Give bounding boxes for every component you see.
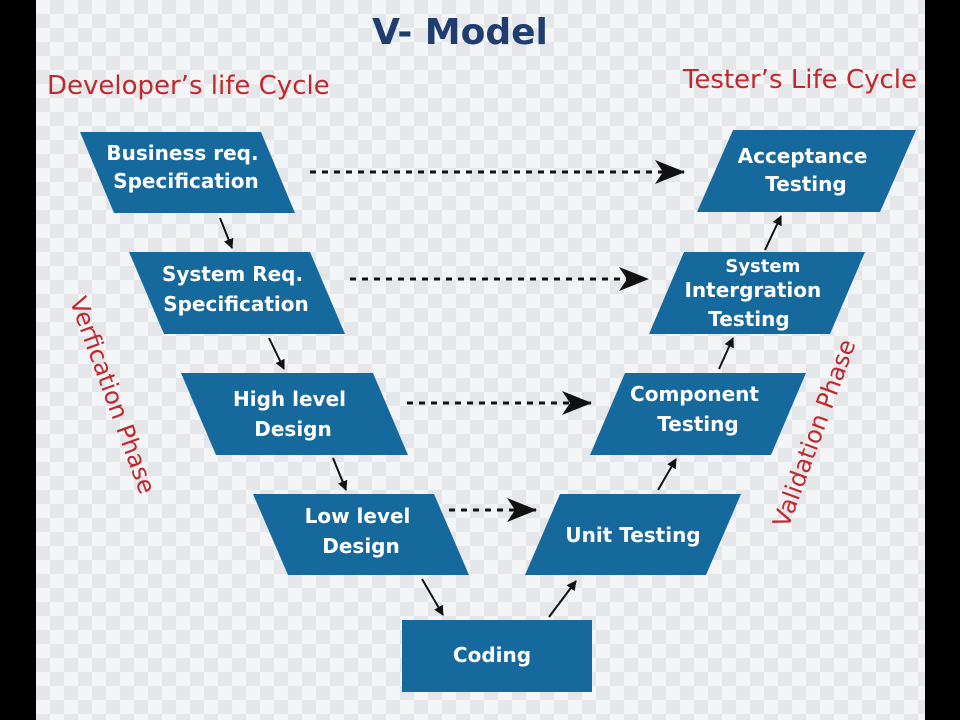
stage-business-req-specification: Business req. Specification xyxy=(80,132,295,213)
stage-label: Low level Design xyxy=(305,504,418,558)
flow-arrow-highlevel-to-lowlevel xyxy=(332,457,348,491)
flow-arrow-business-to-system xyxy=(219,217,234,249)
stage-high-level-design: High level Design xyxy=(181,373,408,455)
stage-label: High level Design xyxy=(233,387,353,441)
stage-coding: Coding xyxy=(402,620,592,692)
verification-phase-label: Verfication Phase xyxy=(64,293,161,498)
diagram-canvas: V- Model Developer’s life Cycle Tester’s… xyxy=(36,0,925,720)
flow-arrow-system-to-highlevel xyxy=(268,337,285,370)
stage-system-req-specification: System Req. Specification xyxy=(129,252,345,334)
flow-arrow-coding-to-unit xyxy=(548,580,577,618)
diagram-title: V- Model xyxy=(372,12,548,53)
stage-low-level-design: Low level Design xyxy=(253,494,469,575)
flow-arrow-component-to-integration xyxy=(718,337,734,370)
stage-label: System Req. Specification xyxy=(162,262,310,316)
flow-arrow-integration-to-acceptance xyxy=(764,215,782,251)
tester-lifecycle-heading: Tester’s Life Cycle xyxy=(682,65,917,95)
stage-system-integration-testing: System Intergration Testing xyxy=(649,252,865,334)
stage-label: Component Testing xyxy=(630,382,766,436)
v-model-diagram: V- Model Developer’s life Cycle Tester’s… xyxy=(47,12,917,692)
stage-label: System Intergration Testing xyxy=(684,256,827,331)
stage-acceptance-testing: Acceptance Testing xyxy=(697,130,916,212)
validation-phase-label: Validation Phase xyxy=(767,336,861,531)
stage-label: Business req. Specification xyxy=(106,141,265,193)
developer-lifecycle-heading: Developer’s life Cycle xyxy=(47,71,330,101)
stage-unit-testing: Unit Testing xyxy=(525,494,741,575)
stage-label: Coding xyxy=(453,643,531,667)
stage-component-testing: Component Testing xyxy=(590,373,806,455)
flow-arrow-unit-to-component xyxy=(657,458,677,491)
stage-label: Unit Testing xyxy=(565,523,700,547)
stage-label: Acceptance Testing xyxy=(738,144,875,196)
flow-arrow-lowlevel-to-coding xyxy=(421,578,444,616)
